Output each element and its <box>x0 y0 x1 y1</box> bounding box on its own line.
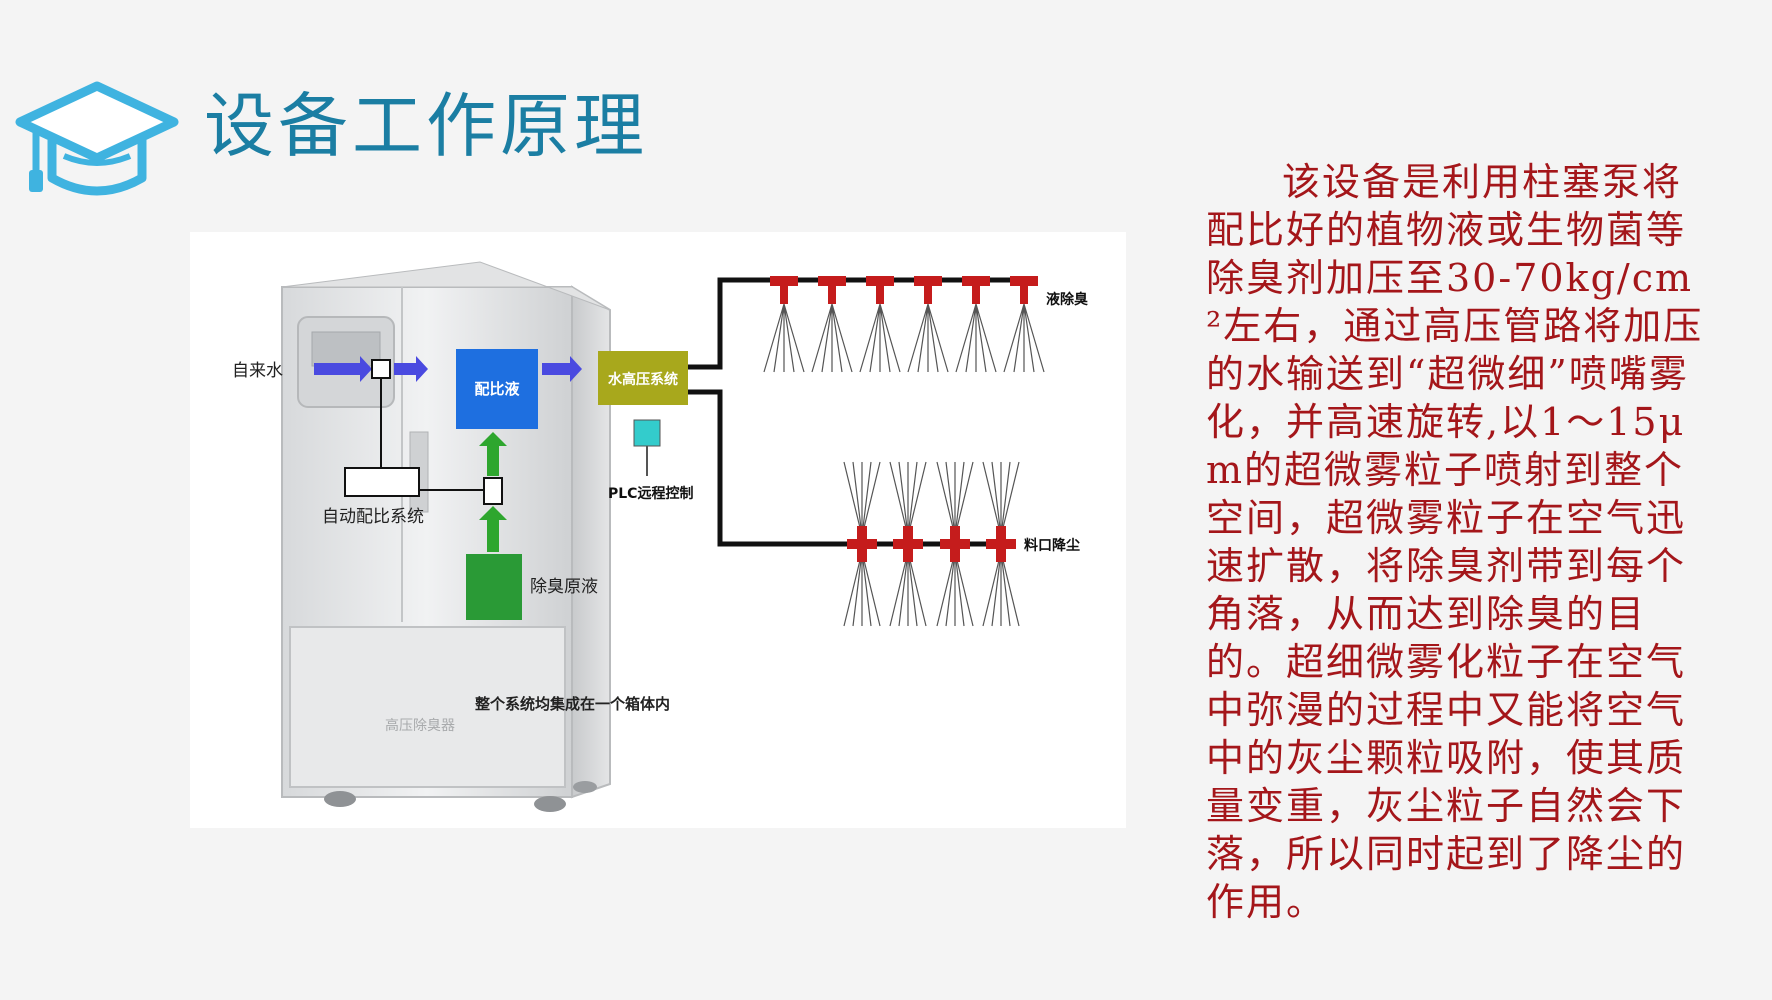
deodor-nozzle-2 <box>811 276 853 373</box>
mix-liquid-label: 配比液 <box>474 380 520 398</box>
raw-liquid-label: 除臭原液 <box>530 577 598 597</box>
to-hp-arrow <box>542 356 582 382</box>
deodor-nozzles <box>763 276 1045 373</box>
plc-label: PLC远程控制 <box>608 485 693 502</box>
deodor-nozzle-5 <box>955 276 997 373</box>
integrated-label: 整个系统均集成在一个箱体内 <box>475 695 670 713</box>
mix-liquid-box <box>456 349 538 429</box>
dust-pipeline <box>688 389 1010 547</box>
deodor-nozzle-3 <box>859 276 901 373</box>
auto-ratio-box <box>344 467 420 497</box>
green-arrow-up-1 <box>479 432 507 476</box>
tap-water-arrow <box>314 356 372 382</box>
raw-liquid-box <box>466 554 522 620</box>
dust-nozzle-1 <box>843 461 881 627</box>
deodor-nozzle-1 <box>763 276 805 373</box>
tap-water-label: 自来水 <box>232 361 283 381</box>
dosing-valve <box>483 477 503 505</box>
working-principle-diagram: 高压除臭器 自来水 配比液 水高压系统 自动配比系统 除臭原液 PLC远程控制 … <box>190 232 1126 828</box>
deodor-nozzle-4 <box>907 276 949 373</box>
deodor-nozzle-6 <box>1003 276 1045 373</box>
hp-system-box <box>598 351 688 405</box>
description-text: 该设备是利用柱塞泵将配比好的植物液或生物菌等除臭剂加压至30-70kg/cm²左… <box>1206 160 1704 924</box>
plc-box <box>633 419 661 447</box>
graduation-cap-icon <box>15 81 179 196</box>
dust-nozzle-3 <box>936 461 974 627</box>
dust-nozzles <box>843 461 1020 627</box>
green-arrow-up-2 <box>479 506 507 552</box>
outlet-dust-label: 料口降尘 <box>1024 537 1080 554</box>
hp-system-label: 水高压系统 <box>608 371 678 388</box>
machine-plate-label: 高压除臭器 <box>385 717 455 734</box>
valve-box <box>371 359 391 379</box>
auto-ratio-label: 自动配比系统 <box>322 507 424 527</box>
to-mix-arrow <box>394 356 428 382</box>
diagram-canvas: 高压除臭器 自来水 配比液 水高压系统 自动配比系统 除臭原液 PLC远程控制 … <box>232 261 1089 812</box>
dust-nozzle-4 <box>982 461 1020 627</box>
liquid-deodor-label: 液除臭 <box>1046 291 1089 308</box>
page-title: 设备工作原理 <box>204 85 648 167</box>
dust-nozzle-2 <box>889 461 927 627</box>
